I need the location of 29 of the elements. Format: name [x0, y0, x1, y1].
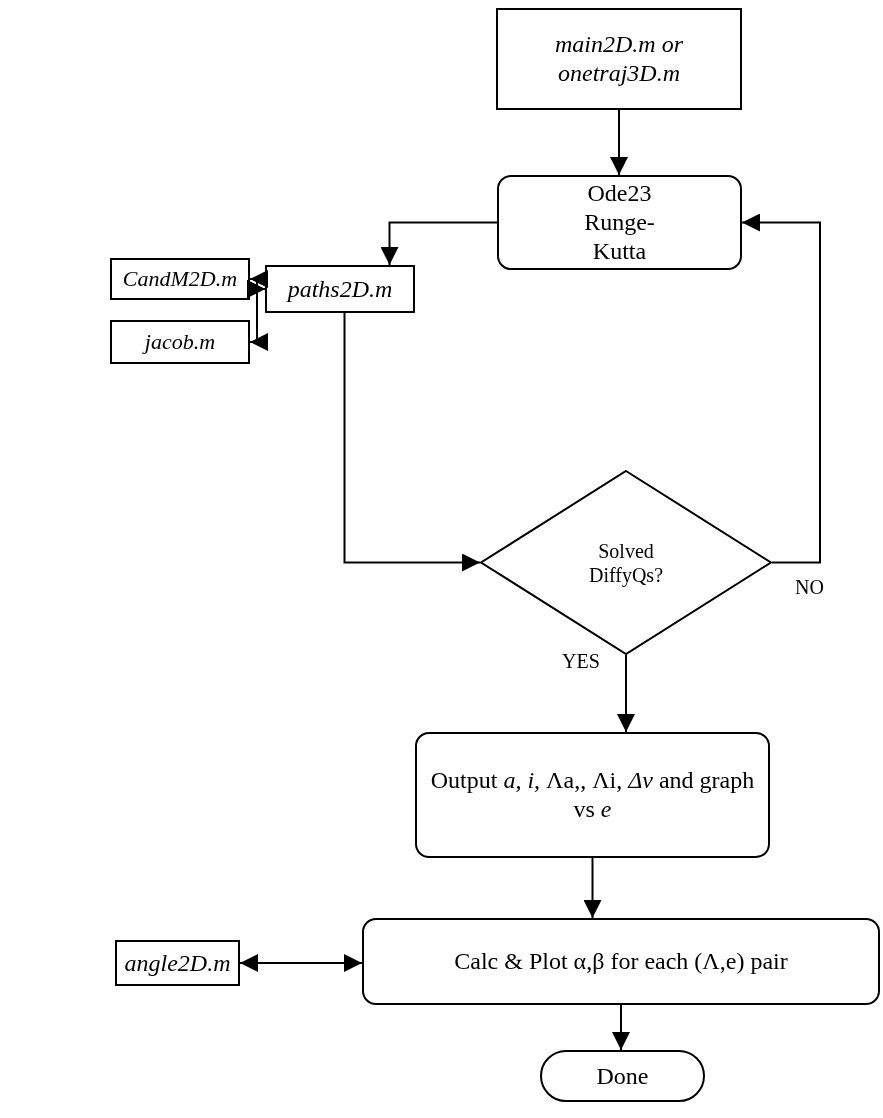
arrow — [741, 213, 821, 564]
node-text: angle2D.m — [123, 948, 232, 978]
file-box — [110, 320, 250, 364]
node-text: Solved DiffyQs? — [587, 538, 665, 587]
node-text: Done — [595, 1061, 650, 1091]
arrow — [583, 857, 602, 919]
node-text: Calc & Plot α,β for each (Λ,e) pair — [453, 947, 789, 976]
decision-diamond — [480, 470, 772, 655]
arrow — [239, 954, 363, 972]
file-box — [110, 258, 250, 300]
arrow — [380, 221, 498, 266]
node-text: CandM2D.m — [121, 265, 239, 293]
node-text: Ode23 Runge-Kutta — [583, 179, 656, 266]
arrow — [612, 1004, 630, 1051]
process-box — [497, 175, 742, 270]
arrow — [343, 312, 481, 572]
arrow — [247, 280, 268, 351]
arrow — [617, 654, 635, 733]
node-text: jacob.m — [141, 328, 217, 356]
process-box — [415, 732, 770, 858]
file-box — [115, 940, 240, 986]
file-box — [265, 265, 415, 313]
terminator — [540, 1050, 705, 1102]
arrow — [610, 109, 628, 176]
node-text: Output a, i, Λa,, Λi, Δv and graph vs e — [429, 766, 756, 824]
file-box — [496, 8, 742, 110]
node-text: main2D.m or onetraj3D.m — [554, 30, 684, 88]
process-box — [362, 918, 880, 1005]
node-text: paths2D.m — [285, 274, 394, 304]
